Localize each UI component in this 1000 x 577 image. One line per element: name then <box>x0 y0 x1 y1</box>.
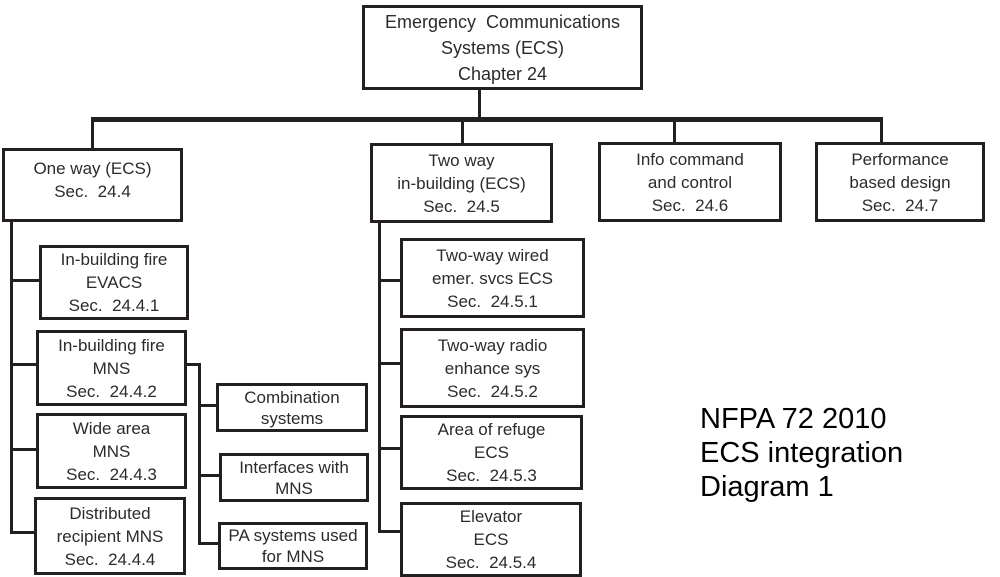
node-wide-area-mns: Wide area MNS Sec. 24.4.3 <box>36 413 187 489</box>
node-pa-systems-used-for-mns: PA systems used for MNS <box>218 522 368 570</box>
node-two-way-in-building: Two way in-building (ECS) Sec. 24.5 <box>370 143 553 223</box>
connector-stub-combination <box>198 404 216 407</box>
connector-stub-interfaces <box>198 474 219 477</box>
node-one-way-ecs: One way (ECS) Sec. 24.4 <box>2 148 183 222</box>
connector-stub-pa-systems <box>198 542 218 545</box>
diagram-caption: NFPA 72 2010 ECS integration Diagram 1 <box>700 403 904 503</box>
connector-one-way-vertical <box>10 222 13 534</box>
connector-drop-info-command <box>673 120 676 142</box>
connector-stub-radio <box>378 362 400 365</box>
connector-stub-wired <box>378 279 400 282</box>
node-info-command-and-control: Info command and control Sec. 24.6 <box>598 142 782 222</box>
node-in-building-fire-mns: In-building fire MNS Sec. 24.4.2 <box>36 330 187 406</box>
connector-root-drop <box>478 90 481 118</box>
connector-mns-vertical <box>198 363 201 545</box>
connector-stub-distributed <box>10 531 34 534</box>
node-distributed-recipient-mns: Distributed recipient MNS Sec. 24.4.4 <box>34 497 186 575</box>
connector-stub-fire-mns <box>10 363 36 366</box>
connector-drop-two-way <box>461 120 464 143</box>
node-two-way-wired-emer-svcs-ecs: Two-way wired emer. svcs ECS Sec. 24.5.1 <box>400 238 585 318</box>
node-combination-systems: Combination systems <box>216 383 368 432</box>
connector-drop-performance <box>880 120 883 142</box>
connector-mns-branch-stub <box>187 363 201 366</box>
connector-drop-one-way <box>91 120 94 148</box>
node-elevator-ecs: Elevator ECS Sec. 24.5.4 <box>400 502 582 577</box>
node-interfaces-with-mns: Interfaces with MNS <box>219 453 369 502</box>
node-two-way-radio-enhance-sys: Two-way radio enhance sys Sec. 24.5.2 <box>400 328 585 408</box>
connector-stub-elevator <box>378 530 400 533</box>
connector-two-way-vertical <box>378 222 381 533</box>
node-in-building-fire-evacs: In-building fire EVACS Sec. 24.4.1 <box>39 245 189 320</box>
node-performance-based-design: Performance based design Sec. 24.7 <box>815 142 985 222</box>
connector-stub-refuge <box>378 447 400 450</box>
connector-trunk-horizontal <box>91 117 883 122</box>
connector-stub-wide-area <box>10 448 36 451</box>
node-emergency-communications-systems: Emergency Communications Systems (ECS) C… <box>362 5 643 90</box>
node-area-of-refuge-ecs: Area of refuge ECS Sec. 24.5.3 <box>400 415 583 490</box>
connector-stub-evacs <box>10 279 39 282</box>
